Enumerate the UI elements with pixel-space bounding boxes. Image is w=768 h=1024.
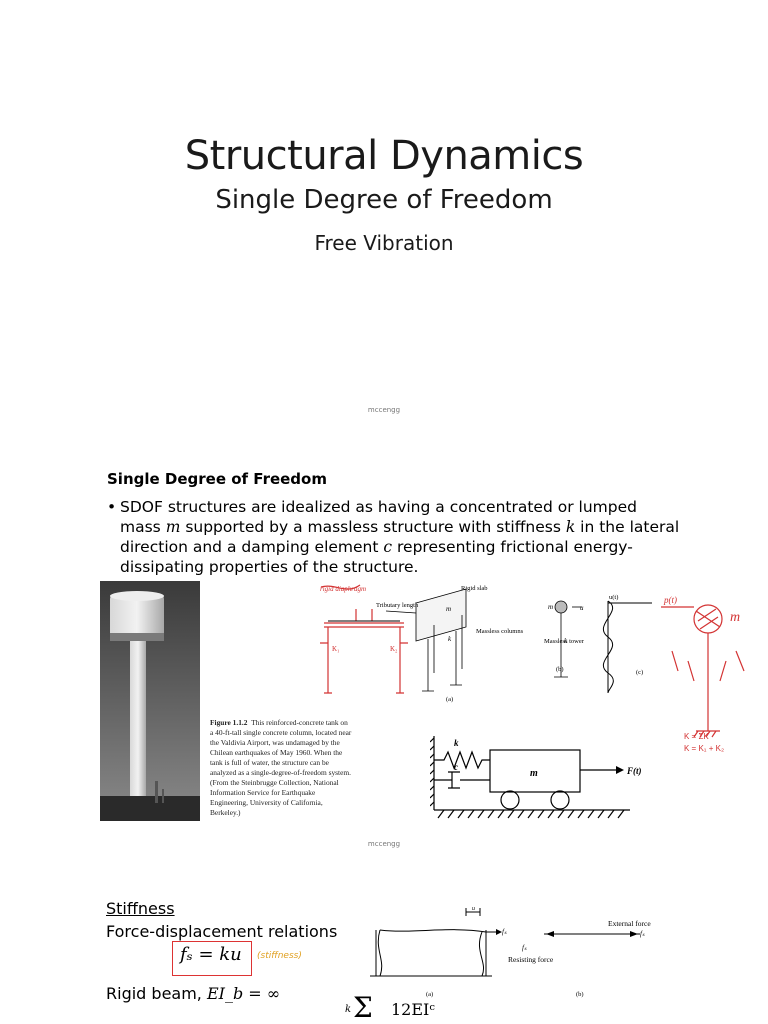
mass-spring-damper-diagram: k c m F(t) [430,732,650,822]
sdof-heading: Single Degree of Freedom [107,470,327,488]
hw-p-t-label: p(t) [663,595,677,605]
k-sum-numerator: 12EIᶜ [391,1000,435,1019]
force-displacement-label: Force-displacement relations [106,922,337,941]
bullet-marker: • [107,497,116,517]
stiff-u-label: u [472,906,475,912]
bullet-text: SDOF structures are idealized as having … [120,497,680,577]
label-b: (b) [556,666,564,673]
stiffness-equation: fₛ = ku [180,944,242,965]
stiffness-heading: Stiffness [106,899,175,918]
external-fs-label: fₛ [640,930,645,938]
label-c: (c) [636,669,643,676]
slide1-footer: mccengg [0,406,768,414]
tower-m-label: m [548,603,553,611]
hw-m-label: m [730,610,740,625]
external-force-label: External force [608,919,651,928]
slide-subtitle: Single Degree of Freedom [0,185,768,215]
tower-u-label: u [580,604,584,612]
label-a: (a) [446,696,453,703]
stiffness-diagrams: u fₛ External force fₛ fₛ Resisting forc… [370,902,690,1007]
deformed-shape [603,601,652,693]
u-t-label: u(t) [609,594,618,601]
force-label: F(t) [626,766,642,776]
stiffness-note: (stiffness) [257,951,302,961]
slide2-footer: mccengg [0,840,768,848]
hw-k-eq: K = K₁ + K₂ [684,744,724,753]
stiff-label-b: (b) [576,991,584,998]
hw-k2-label: K₂ [390,645,398,653]
tributary-length-label: Tributary length [376,602,419,609]
rigid-slab-label: Rigid slab [461,585,488,592]
damper-c-label: c [454,762,458,772]
slab-k-label: k [448,635,452,643]
hw-rigid-label: rigid diaphragm [320,585,366,593]
stiff-fs-label: fₛ [502,928,507,936]
sdof-model-diagrams: rigid diaphragm K₁ K₂ Rigid slab Tributa… [316,581,766,741]
resisting-force-label: Resisting force [508,955,554,964]
handwritten-k-equations: K = ΣK K = K₁ + K₂ [684,725,768,770]
spring-k-label: k [454,738,459,748]
slide-title: Structural Dynamics [0,133,768,179]
hw-k1-label: K₁ [332,645,340,653]
stiff-label-a: (a) [426,991,433,998]
slide-topic: Free Vibration [0,231,768,255]
k-sum-equation: k Σ 12EIᶜ [325,998,475,1024]
massless-tower-label: Massless tower [544,638,585,645]
massless-columns-label: Massless columns [476,628,524,635]
cart-m-label: m [530,768,538,779]
water-tower-photo [100,581,200,821]
hw-k-sum: K = ΣK [684,732,709,741]
resisting-fs-label: fₛ [522,944,527,952]
slab-m-label: m [446,605,451,613]
rigid-beam-line: Rigid beam, EI_b = ∞ [106,984,280,1003]
